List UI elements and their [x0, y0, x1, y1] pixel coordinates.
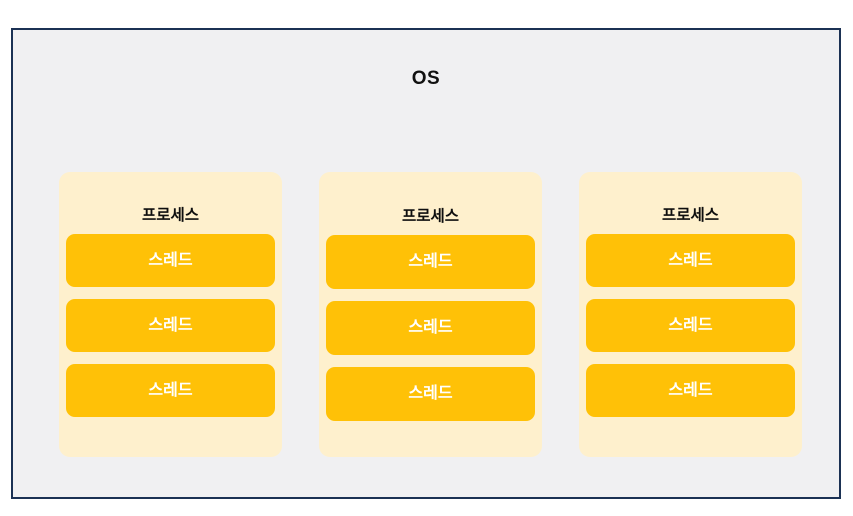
os-container: OS 프로세스 스레드 스레드 스레드 프로세스 스레드 스레드 스레드 프로세…: [11, 28, 841, 499]
process-card: 프로세스 스레드 스레드 스레드: [59, 172, 282, 457]
process-card: 프로세스 스레드 스레드 스레드: [319, 172, 542, 457]
thread-box: 스레드: [326, 301, 535, 356]
thread-list: 스레드 스레드 스레드: [66, 234, 275, 448]
thread-box: 스레드: [66, 234, 275, 288]
thread-list: 스레드 스레드 스레드: [586, 234, 795, 448]
process-card: 프로세스 스레드 스레드 스레드: [579, 172, 802, 457]
thread-box: 스레드: [326, 367, 535, 422]
thread-box: 스레드: [586, 234, 795, 288]
process-row: 프로세스 스레드 스레드 스레드 프로세스 스레드 스레드 스레드 프로세스 스…: [59, 172, 802, 457]
thread-box: 스레드: [66, 364, 275, 418]
thread-box: 스레드: [586, 299, 795, 353]
os-title: OS: [411, 68, 441, 89]
process-label: 프로세스: [401, 208, 460, 225]
thread-box: 스레드: [66, 299, 275, 353]
thread-box: 스레드: [586, 364, 795, 418]
thread-list: 스레드 스레드 스레드: [326, 235, 535, 448]
process-label: 프로세스: [661, 207, 720, 224]
process-label: 프로세스: [141, 207, 200, 224]
thread-box: 스레드: [326, 235, 535, 290]
